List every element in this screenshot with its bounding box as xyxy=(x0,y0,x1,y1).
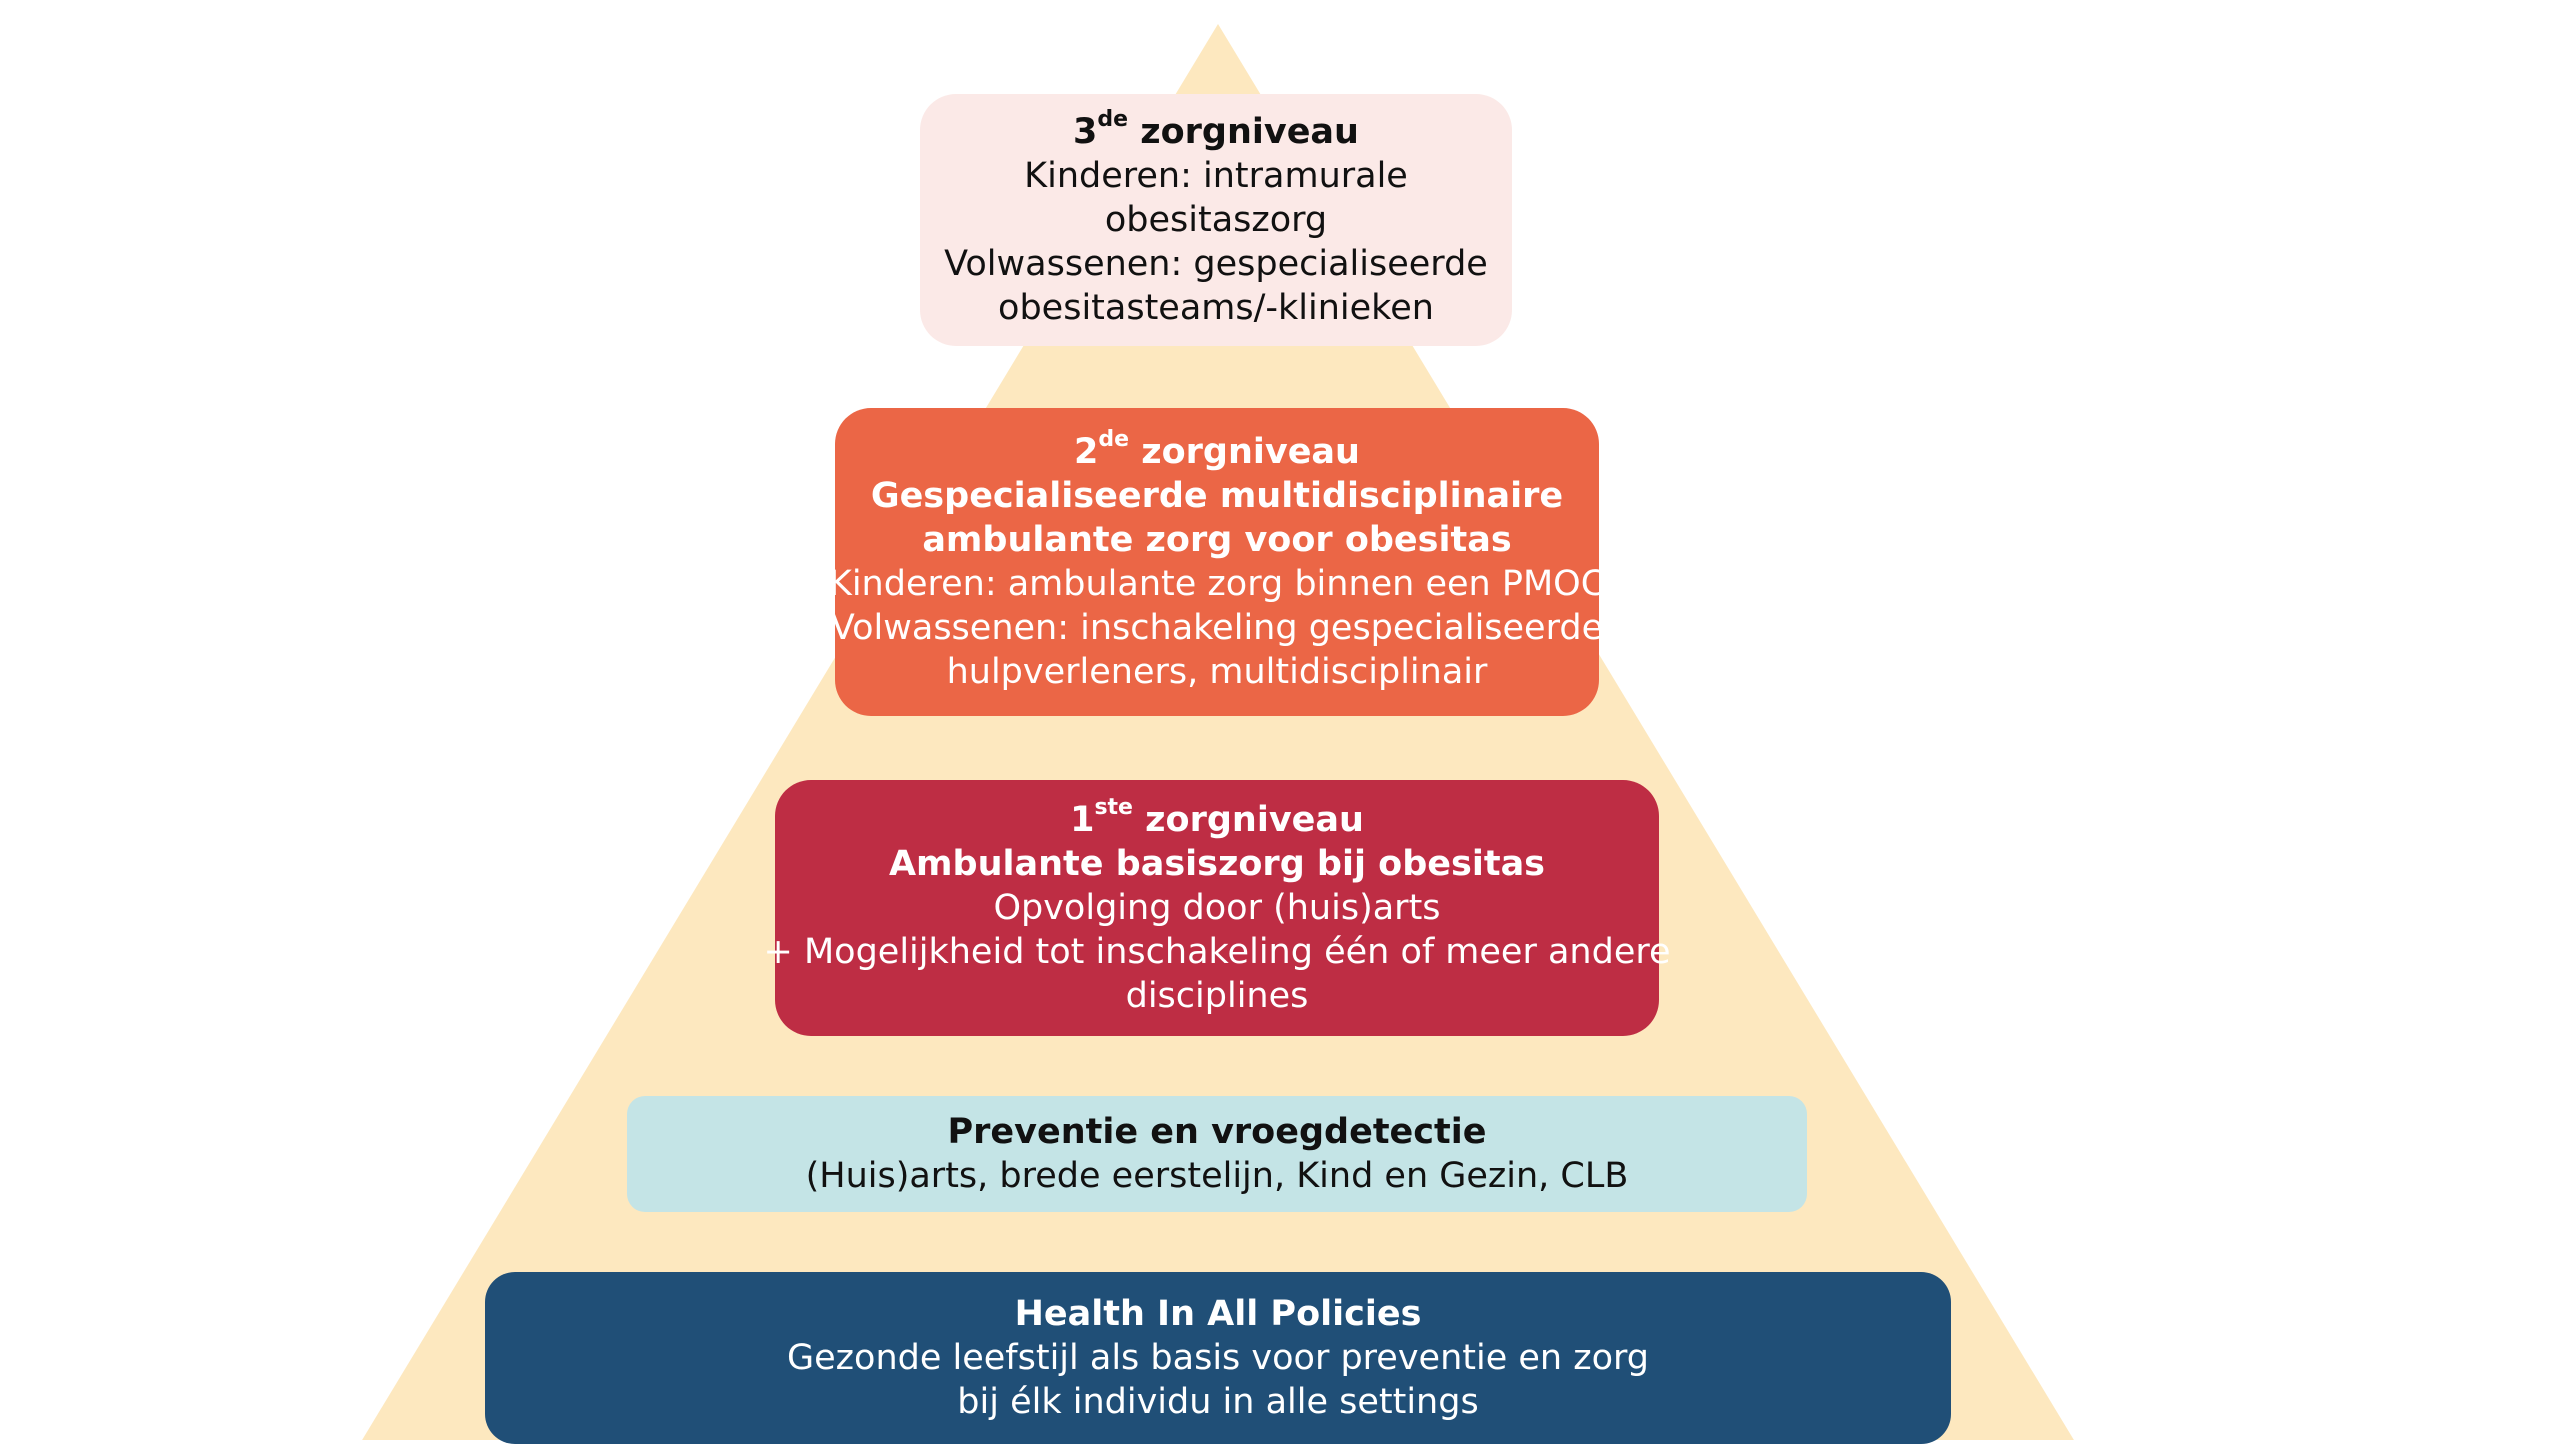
level-3-line: Volwassenen: gespecialiseerde xyxy=(944,244,1488,284)
prevention-line: (Huis)arts, brede eerstelijn, Kind en Ge… xyxy=(805,1156,1629,1196)
level-2-subtitle: ambulante zorg voor obesitas xyxy=(922,520,1512,560)
level-1-line: + Mogelijkheid tot inschakeling één of m… xyxy=(763,932,1671,972)
level-1-line: disciplines xyxy=(1125,976,1309,1016)
level-1-care-box: 1ste zorgniveau Ambulante basiszorg bij … xyxy=(764,780,1671,1036)
level-2-line: Kinderen: ambulante zorg binnen een PMOC xyxy=(828,564,1606,604)
health-title: Health In All Policies xyxy=(1014,1294,1422,1334)
level-2-title: 2de zorgniveau xyxy=(1074,427,1360,472)
health-line: Gezonde leefstijl als basis voor prevent… xyxy=(787,1338,1649,1378)
health-in-all-policies-box: Health In All Policies Gezonde leefstijl… xyxy=(485,1272,1951,1444)
level-2-subtitle: Gespecialiseerde multidisciplinaire xyxy=(870,476,1564,516)
level-2-line: Volwassenen: inschakeling gespecialiseer… xyxy=(830,608,1604,648)
level-1-line: Opvolging door (huis)arts xyxy=(993,888,1441,928)
prevention-title: Preventie en vroegdetectie xyxy=(947,1112,1487,1152)
level-2-line: hulpverleners, multidisciplinair xyxy=(946,652,1488,692)
level-3-care-box: 3de zorgniveau Kinderen: intramurale obe… xyxy=(920,94,1512,346)
level-2-care-box: 2de zorgniveau Gespecialiseerde multidis… xyxy=(829,408,1605,716)
level-3-title: 3de zorgniveau xyxy=(1073,107,1359,152)
health-line: bij élk individu in alle settings xyxy=(957,1382,1479,1422)
prevention-box: Preventie en vroegdetectie (Huis)arts, b… xyxy=(627,1096,1807,1212)
level-3-line: obesitaszorg xyxy=(1104,200,1328,240)
level-1-title: 1ste zorgniveau xyxy=(1070,795,1364,840)
level-3-line: obesitasteams/-klinieken xyxy=(998,288,1434,328)
level-3-line: Kinderen: intramurale xyxy=(1024,156,1408,196)
pyramid-triangle xyxy=(362,24,2074,1440)
level-1-subtitle: Ambulante basiszorg bij obesitas xyxy=(888,844,1546,884)
